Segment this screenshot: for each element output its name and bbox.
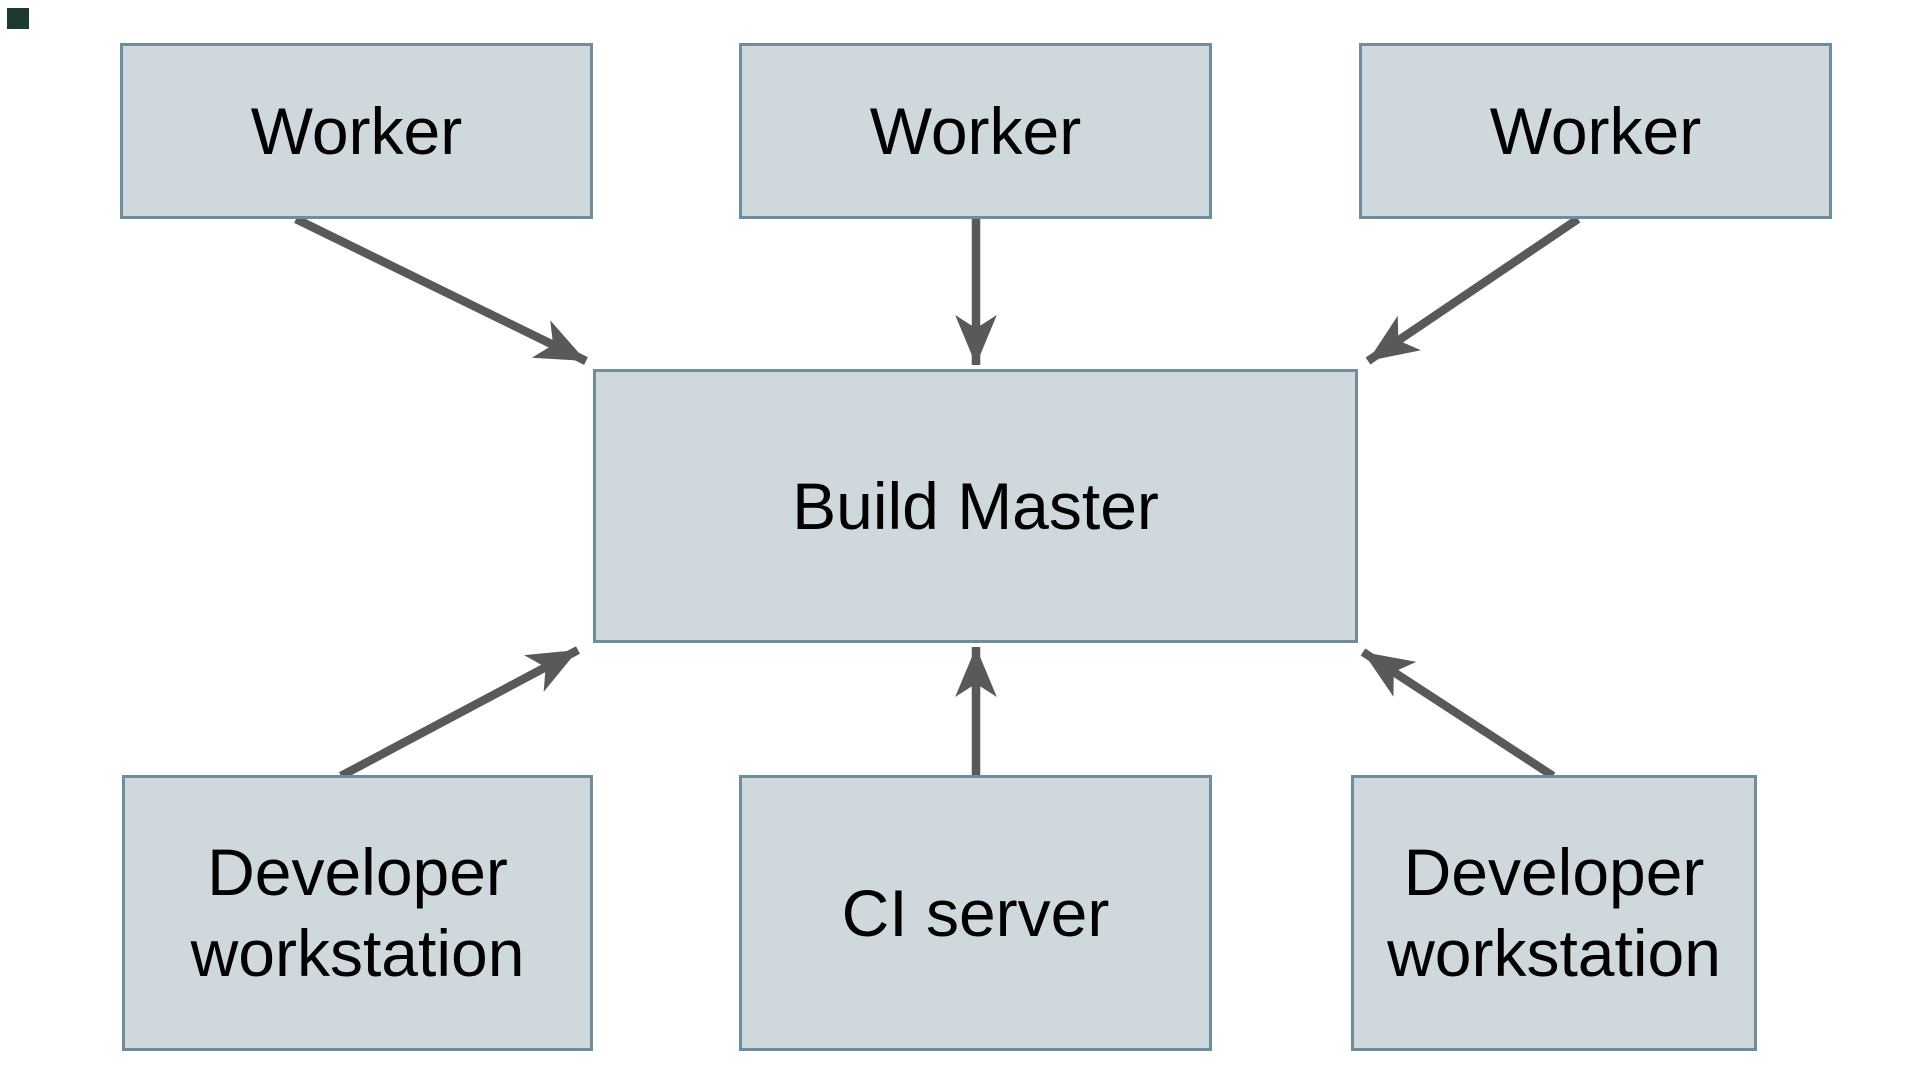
corner-mark-square — [7, 8, 29, 29]
node-developer-workstation-right: Developer workstation — [1351, 775, 1757, 1051]
arrow-worker-left-to-build-master — [294, 215, 588, 365]
node-ci-server: CI server — [739, 775, 1212, 1051]
node-ci-server-label: CI server — [841, 875, 1110, 950]
node-developer-workstation-left-label: Developer workstation — [190, 835, 525, 990]
node-worker-top-right-label: Worker — [1489, 93, 1702, 168]
node-worker-top-center: Worker — [739, 43, 1212, 219]
node-build-master: Build Master — [593, 369, 1358, 643]
arrow-dev-left-to-build-master — [339, 646, 580, 780]
node-build-master-label: Build Master — [792, 468, 1159, 543]
node-worker-top-center-label: Worker — [869, 93, 1082, 168]
node-developer-workstation-right-label: Developer workstation — [1387, 835, 1721, 990]
node-worker-top-left-label: Worker — [250, 93, 463, 168]
arrow-dev-right-to-build-master — [1360, 648, 1556, 780]
arrow-worker-right-to-build-master — [1365, 215, 1581, 365]
node-developer-workstation-left: Developer workstation — [122, 775, 593, 1051]
node-worker-top-left: Worker — [120, 43, 593, 219]
node-worker-top-right: Worker — [1359, 43, 1832, 219]
